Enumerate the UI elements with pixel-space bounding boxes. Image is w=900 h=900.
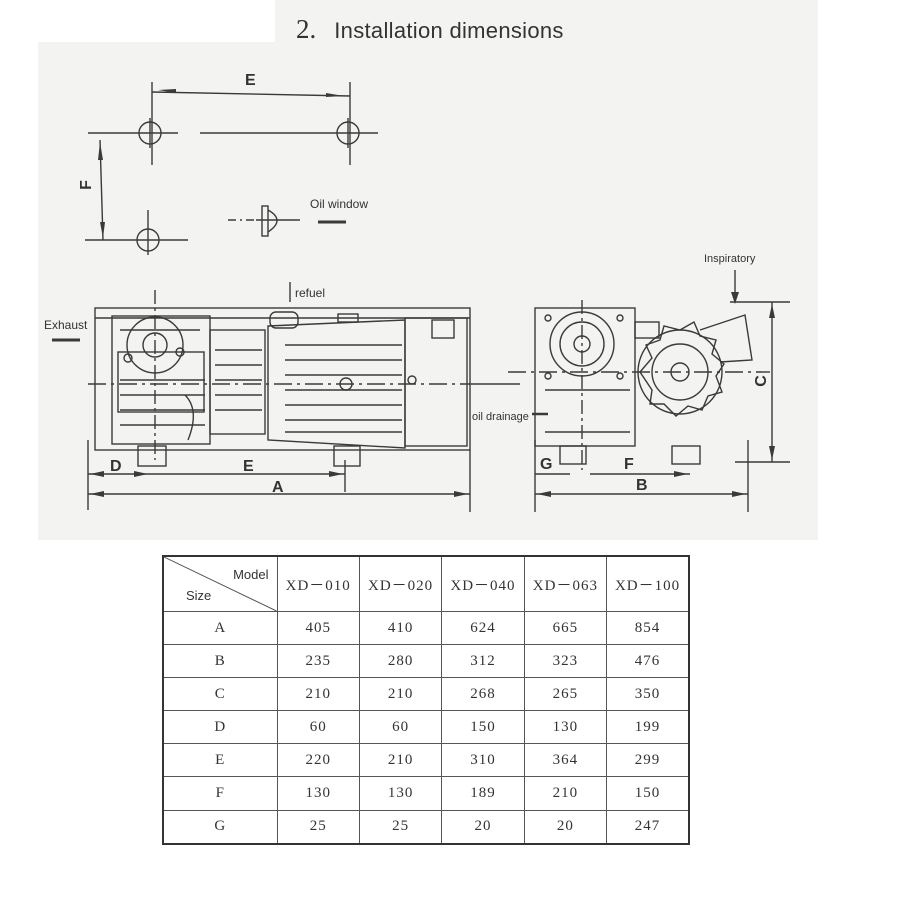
header-size: Size [186, 588, 212, 603]
size-cell: D [162, 710, 278, 745]
inspiratory-label: Inspiratory [704, 253, 756, 265]
table-row: E 220 210 310 364 299 [162, 743, 690, 778]
dim-e-top: E [245, 72, 256, 89]
model-header: XD－100 [606, 555, 690, 612]
table-row: F 130 130 189 210 150 [162, 776, 690, 811]
value-cell: 364 [523, 743, 608, 778]
value-cell: 323 [523, 644, 608, 679]
section-title: 2. Installation dimensions [296, 14, 564, 54]
value-cell: 476 [606, 644, 690, 679]
value-cell: 60 [358, 710, 443, 745]
dim-b-side: B [636, 477, 648, 494]
size-cell: E [162, 743, 278, 778]
value-cell: 310 [441, 743, 525, 778]
dim-f-top: F [77, 180, 95, 190]
value-cell: 130 [276, 776, 360, 811]
value-cell: 410 [358, 610, 443, 646]
value-cell: 60 [276, 710, 360, 745]
value-cell: 265 [523, 677, 608, 712]
table-header-row: Model Size XD－010 XD－020 XD－040 XD－063 X… [162, 555, 690, 612]
size-cell: C [162, 677, 278, 712]
header-corner-cell: Model Size [162, 555, 278, 612]
value-cell: 268 [441, 677, 525, 712]
dim-f-side: F [624, 456, 634, 473]
sheet-corner [0, 0, 275, 42]
dimensions-table: Model Size XD－010 XD－020 XD－040 XD－063 X… [162, 555, 690, 845]
front-view [52, 282, 520, 512]
model-header: XD－063 [523, 555, 608, 612]
value-cell: 210 [276, 677, 360, 712]
value-cell: 299 [606, 743, 690, 778]
model-header: XD－020 [358, 555, 443, 612]
value-cell: 20 [523, 809, 608, 845]
size-cell: B [162, 644, 278, 679]
value-cell: 199 [606, 710, 690, 745]
value-cell: 210 [358, 743, 443, 778]
value-cell: 247 [606, 809, 690, 845]
value-cell: 150 [441, 710, 525, 745]
value-cell: 312 [441, 644, 525, 679]
table-row: D 60 60 150 130 199 [162, 710, 690, 745]
diagonal-divider [164, 557, 277, 611]
model-header: XD－010 [276, 555, 360, 612]
table-row: G 25 25 20 20 247 [162, 809, 690, 845]
side-view [508, 270, 790, 512]
refuel-label: refuel [295, 286, 326, 300]
value-cell: 280 [358, 644, 443, 679]
installation-drawing [52, 82, 790, 512]
size-cell: F [162, 776, 278, 811]
dim-e-front: E [243, 458, 254, 475]
exhaust-label: Exhaust [44, 318, 88, 332]
table-row: C 210 210 268 265 350 [162, 677, 690, 712]
value-cell: 665 [523, 610, 608, 646]
table-row: A 405 410 624 665 854 [162, 610, 690, 646]
header-model: Model [233, 567, 269, 582]
value-cell: 210 [358, 677, 443, 712]
value-cell: 130 [523, 710, 608, 745]
value-cell: 130 [358, 776, 443, 811]
value-cell: 854 [606, 610, 690, 646]
value-cell: 350 [606, 677, 690, 712]
value-cell: 150 [606, 776, 690, 811]
dim-d-front: D [110, 458, 122, 475]
size-cell: A [162, 610, 278, 646]
oil-window-label: Oil window [310, 197, 369, 211]
dim-c-side: C [752, 375, 770, 387]
value-cell: 624 [441, 610, 525, 646]
mounting-hole-view [85, 82, 378, 255]
value-cell: 235 [276, 644, 360, 679]
value-cell: 220 [276, 743, 360, 778]
table-row: B 235 280 312 323 476 [162, 644, 690, 679]
size-cell: G [162, 809, 278, 845]
value-cell: 25 [358, 809, 443, 845]
oil-drainage-label: oil drainage [472, 411, 529, 423]
value-cell: 405 [276, 610, 360, 646]
value-cell: 20 [441, 809, 525, 845]
dim-a-front: A [272, 479, 284, 496]
section-number: 2. [296, 14, 317, 44]
section-title-text: Installation dimensions [334, 18, 564, 43]
value-cell: 210 [523, 776, 608, 811]
value-cell: 189 [441, 776, 525, 811]
value-cell: 25 [276, 809, 360, 845]
model-header: XD－040 [441, 555, 525, 612]
dim-g-side: G [540, 456, 553, 473]
